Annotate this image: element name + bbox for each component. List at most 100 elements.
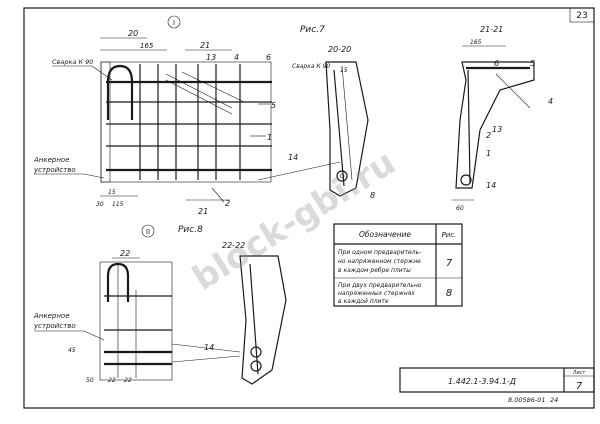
table-header-designation: Обозначение bbox=[359, 230, 411, 239]
rib-bar-20 bbox=[333, 69, 345, 187]
strand-20-core bbox=[339, 173, 345, 179]
rib-profile-20 bbox=[325, 61, 369, 197]
anchor-note-line1: Анкерное bbox=[33, 156, 70, 164]
dim-20: 20 bbox=[128, 29, 138, 38]
table-row2-fig: 8 bbox=[446, 288, 452, 299]
sheet-number: 23 bbox=[576, 11, 587, 21]
title-block-frame bbox=[399, 367, 595, 393]
table-row1-line2: но напряженном стержне bbox=[338, 258, 421, 265]
document-code: 1.442.1-3.94.1-Д bbox=[448, 377, 516, 386]
footer-page: 24 bbox=[550, 396, 558, 404]
anchor-hook bbox=[106, 64, 134, 120]
fig8-dim-22b: 22 bbox=[124, 377, 132, 384]
fig8-dim-50: 50 bbox=[86, 377, 94, 384]
watermark: block-gbi.ru bbox=[186, 143, 403, 299]
table-frame bbox=[333, 223, 463, 307]
fig8-leader-14a bbox=[171, 343, 241, 353]
callout-5-fig7: 5 bbox=[271, 101, 276, 110]
strand-21 bbox=[460, 174, 472, 186]
view-mark-circle bbox=[167, 15, 181, 29]
rib-profile-21 bbox=[455, 61, 535, 189]
fig8-anchor-leader bbox=[83, 330, 105, 341]
dim-30: 30 bbox=[96, 201, 104, 208]
section-21-title: 21-21 bbox=[480, 25, 503, 34]
fig8-leader-14b bbox=[171, 355, 241, 363]
section-21-21: 21-21 165 6 5 4 13 2 1 14 60 bbox=[452, 25, 553, 212]
section-22-mark: 22 bbox=[120, 249, 130, 258]
callout-13-fig7: 13 bbox=[206, 53, 216, 62]
sheet-frame bbox=[23, 7, 595, 409]
rib-profile-22 bbox=[239, 255, 287, 385]
callout-13-s21: 13 bbox=[492, 125, 502, 134]
fig8-view-mark: II bbox=[146, 228, 150, 236]
callout-4-fig7: 4 bbox=[234, 53, 239, 62]
rib-incl-21 bbox=[495, 73, 531, 109]
inclined-bar-c bbox=[181, 71, 245, 103]
weld-note-s20: Сварка К 90 bbox=[292, 63, 330, 70]
strand-22-b bbox=[250, 360, 262, 372]
dim-165: 165 bbox=[140, 42, 154, 50]
fig8-callout-14: 14 bbox=[204, 343, 214, 352]
dim-8-s20: 8 bbox=[370, 191, 375, 200]
dim-15: 15 bbox=[108, 189, 116, 196]
fig7-view-mark: I bbox=[173, 19, 175, 27]
table-row1-line3: в каждом ребре плиты bbox=[338, 267, 411, 274]
section-22-title: 22-22 bbox=[222, 241, 245, 250]
fig8-view: II Рис.8 22 Анкерное устройство 50 22 22… bbox=[33, 224, 241, 384]
rib-bar-20b bbox=[341, 65, 353, 181]
fig8-anchor-note-2: устройство bbox=[33, 322, 76, 330]
strand-22-a bbox=[250, 346, 262, 358]
dim-15-s20: 15 bbox=[340, 67, 348, 74]
callout-1-s21: 1 bbox=[486, 149, 491, 158]
dim-165-s21: 165 bbox=[470, 39, 482, 46]
section-22-22: 22-22 bbox=[222, 241, 287, 385]
section-20-title: 20-20 bbox=[328, 45, 351, 54]
fig8-anchor-note-1: Анкерное bbox=[33, 312, 70, 320]
fig7-main-view: I 20 165 21 Сварка К 90 bbox=[33, 15, 341, 216]
fig8-view-circle bbox=[141, 224, 155, 238]
callout-6-s21: 6 bbox=[494, 59, 499, 68]
slab-outline bbox=[100, 61, 272, 183]
table-row2-line2: напряженных стержнях bbox=[338, 290, 415, 297]
designation-table: Обозначение Рис. При одном предваритель-… bbox=[333, 223, 463, 307]
callout-4-s21: 4 bbox=[548, 97, 553, 106]
table-row1-line1: При одном предваритель- bbox=[338, 249, 421, 256]
callout-1-fig7: 1 bbox=[267, 133, 272, 142]
inclined-bar-a bbox=[165, 73, 233, 109]
anchor-leader bbox=[83, 173, 105, 179]
slab-edge-rib bbox=[100, 61, 111, 183]
footer-code: 8.00586-01 bbox=[508, 396, 546, 404]
rib-bar-22 bbox=[249, 263, 259, 375]
rib-vbar-21 bbox=[467, 69, 471, 183]
fig8-dim-22: 22 bbox=[108, 377, 116, 384]
fig8-slab-outline bbox=[99, 261, 173, 381]
callout-5-s21: 5 bbox=[530, 59, 535, 68]
inclined-bar-b bbox=[165, 79, 233, 115]
strand-20 bbox=[336, 170, 348, 182]
section-21-mark: 21 bbox=[198, 207, 208, 216]
table-row2-line1: При двух предварительно bbox=[338, 282, 422, 289]
fig8-title: Рис.8 bbox=[178, 225, 203, 235]
callout-6-fig7: 6 bbox=[266, 53, 271, 62]
anchor-note-line2: устройство bbox=[33, 166, 76, 174]
dim-115: 115 bbox=[112, 201, 124, 208]
section-20-20: 20-20 Сварка К 90 8 15 bbox=[292, 45, 375, 200]
dim-60-s21: 60 bbox=[456, 205, 464, 212]
leader-14 bbox=[257, 161, 341, 181]
sheet-value: 7 bbox=[576, 381, 583, 392]
leader-2 bbox=[211, 187, 225, 203]
table-header-fig: Рис. bbox=[442, 231, 457, 239]
title-block: 1.442.1-3.94.1-Д Лист 7 8.00586-01 24 bbox=[399, 367, 595, 404]
dim-21-top: 21 bbox=[200, 41, 210, 50]
callout-2-s21: 2 bbox=[486, 131, 491, 140]
callout-2-fig7: 2 bbox=[225, 199, 230, 208]
weld-note-fig7: Сварка К 90 bbox=[52, 58, 93, 66]
sheet-label: Лист bbox=[572, 370, 587, 376]
callout-14-s21: 14 bbox=[486, 181, 496, 190]
table-row1-fig: 7 bbox=[446, 258, 453, 269]
sheet-number-box bbox=[569, 7, 595, 23]
callout-14-fig7: 14 bbox=[288, 153, 298, 162]
fig8-dim-45: 45 bbox=[68, 347, 76, 354]
fig7-title: Рис.7 bbox=[300, 25, 325, 35]
